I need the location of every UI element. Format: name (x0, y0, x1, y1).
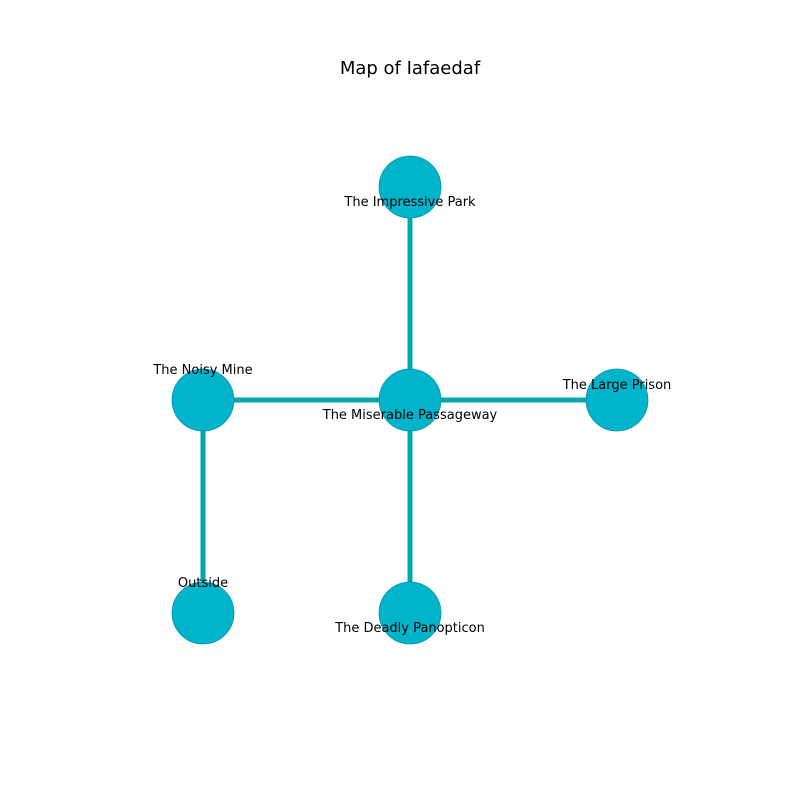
edges-layer (200, 187, 617, 613)
node-deadly-panopticon[interactable] (378, 581, 442, 645)
node-label-large-prison: The Large Prison (562, 378, 672, 393)
node-label-impressive-park: The Impressive Park (343, 195, 476, 210)
nodes-layer (171, 155, 649, 645)
node-miserable-passageway[interactable] (378, 368, 442, 432)
node-outside[interactable] (171, 581, 235, 645)
node-label-outside: Outside (178, 576, 228, 591)
node-label-noisy-mine: The Noisy Mine (152, 363, 252, 378)
node-large-prison[interactable] (585, 368, 649, 432)
node-label-deadly-panopticon: The Deadly Panopticon (334, 621, 485, 636)
map-title: Map of Iafaedaf (340, 58, 481, 79)
node-noisy-mine[interactable] (171, 368, 235, 432)
node-impressive-park[interactable] (378, 155, 442, 219)
node-label-miserable-passageway: The Miserable Passageway (322, 408, 498, 423)
